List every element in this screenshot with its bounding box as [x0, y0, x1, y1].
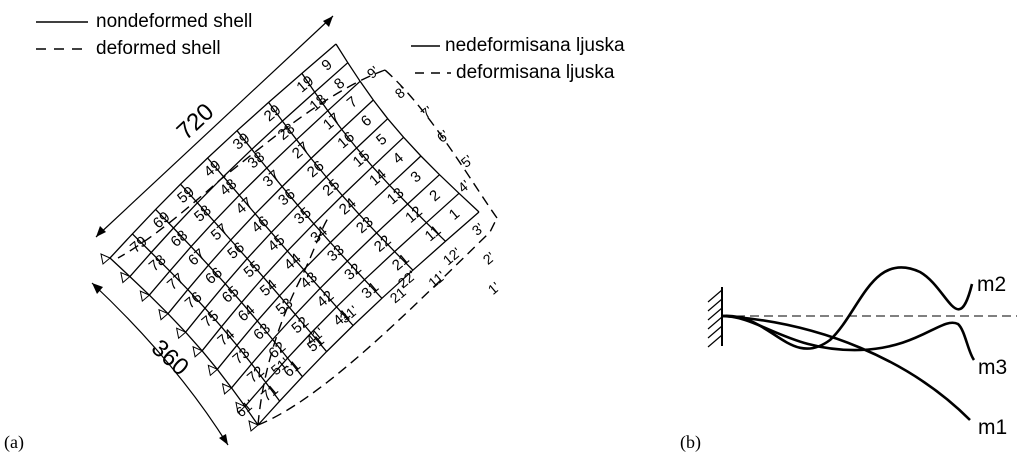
node-label-39: 39 — [230, 130, 254, 154]
mesh-line-row-2 — [268, 102, 414, 271]
mesh-line-col-6 — [167, 99, 374, 315]
support-triangle — [221, 383, 233, 395]
deformed-node-label: 7' — [418, 103, 436, 122]
node-label-16: 16 — [334, 128, 358, 152]
fixed-supports — [100, 253, 259, 432]
mesh-line-col-1 — [244, 192, 460, 407]
dimension-360-label: 360 — [146, 334, 194, 381]
deformed-node-label: 2' — [480, 249, 498, 268]
node-label-74: 74 — [214, 326, 238, 350]
mesh-line-col-7 — [148, 80, 361, 296]
mesh-line-row-1 — [301, 73, 446, 242]
node-label-4: 4 — [390, 149, 407, 167]
mode-m2-curve — [721, 266, 974, 350]
mesh-line-col-0 — [257, 211, 480, 426]
node-label-2: 2 — [426, 187, 443, 205]
deformed-bottom-edge — [257, 217, 498, 426]
panel-a-label: (a) — [4, 432, 24, 453]
deformed-node-label: 12' — [440, 244, 464, 268]
deformed-node-label: 61' — [233, 396, 257, 420]
node-label-64: 64 — [235, 301, 259, 325]
support-triangle — [248, 420, 259, 432]
legend-deformisana-label: deformisana ljuska — [456, 62, 615, 83]
deformed-left-line — [257, 214, 331, 426]
mesh-line-row-8 — [109, 257, 259, 426]
mode-m2-label: m2 — [977, 273, 1006, 296]
support-triangle — [192, 345, 203, 358]
mode-m1-curve — [721, 314, 971, 421]
node-label-72: 72 — [244, 363, 268, 387]
mesh-line-row-0 — [335, 43, 480, 213]
support-triangle — [235, 401, 246, 414]
node-label-28: 28 — [275, 120, 299, 144]
deformed-node-label: 5' — [458, 152, 476, 171]
mesh-line-col-3 — [216, 155, 422, 370]
node-label-71: 71 — [258, 381, 282, 405]
mode-m3-curve — [721, 314, 976, 361]
deformed-node-label: 8' — [392, 83, 410, 102]
panel-b-label: (b) — [680, 432, 701, 453]
node-label-8: 8 — [331, 75, 348, 93]
node-label-65: 65 — [219, 283, 243, 307]
node-label-6: 6 — [358, 112, 375, 130]
deformed-shell-lines — [117, 69, 498, 426]
node-label-26: 26 — [304, 157, 328, 181]
support-triangle — [158, 308, 169, 321]
mesh-line-col-4 — [201, 136, 405, 352]
mesh-line-col-9 — [109, 43, 337, 259]
panel-a-shell-mesh: nondeformed shell deformed shell nedefor… — [4, 11, 625, 453]
support-triangle — [139, 290, 151, 303]
deformed-right-edge — [384, 69, 498, 219]
mesh-line-col-5 — [185, 118, 389, 333]
legend-nondeformed-label: nondeformed shell — [96, 11, 252, 32]
mesh-line-row-6 — [155, 208, 303, 378]
support-triangle — [175, 327, 187, 340]
node-label-27: 27 — [289, 139, 313, 163]
deformed-mid-line — [117, 69, 386, 259]
mesh-line-col-2 — [231, 174, 440, 389]
node-label-54: 54 — [257, 276, 281, 300]
node-label-7: 7 — [344, 93, 361, 111]
mesh-line-row-4 — [207, 157, 354, 326]
support-triangle — [100, 253, 111, 265]
dimension-720-label: 720 — [172, 98, 220, 145]
node-label-55: 55 — [241, 258, 265, 282]
panel-b-mode-shapes: m2 m3 m1 (b) — [680, 266, 1017, 453]
support-triangle — [120, 271, 131, 284]
node-label-53: 53 — [273, 295, 297, 319]
node-label-1: 1 — [446, 205, 463, 223]
node-label-5: 5 — [373, 131, 390, 149]
legend-deformed-label: deformed shell — [96, 38, 221, 59]
mesh-line-row-7 — [131, 233, 281, 402]
mesh-grid-lines — [109, 43, 480, 426]
node-label-37: 37 — [260, 167, 284, 191]
support-triangle — [207, 364, 219, 377]
node-label-75: 75 — [199, 307, 223, 331]
deformed-node-label: 6' — [434, 127, 452, 146]
mode-m1-label: m1 — [978, 416, 1007, 439]
legend-nedeformisana-label: nedeformisana ljuska — [445, 35, 625, 56]
mode-m3-label: m3 — [978, 356, 1007, 379]
dimension-360: 360 — [91, 282, 229, 446]
node-label-38: 38 — [245, 148, 269, 172]
node-label-3: 3 — [407, 168, 424, 186]
node-label-11: 11 — [422, 222, 445, 245]
mesh-line-row-5 — [180, 183, 328, 353]
node-label-63: 63 — [250, 320, 274, 344]
node-label-36: 36 — [275, 186, 299, 210]
deformed-node-label: 9' — [364, 63, 382, 82]
node-label-17: 17 — [320, 110, 344, 134]
mesh-line-row-3 — [236, 130, 383, 299]
deformed-node-label: 4' — [455, 177, 473, 196]
deformed-node-label: 1' — [485, 279, 503, 298]
deformed-node-label: 11' — [425, 268, 448, 291]
node-label-73: 73 — [230, 344, 254, 368]
deformed-node-label: 3' — [469, 220, 487, 239]
node-label-9: 9 — [318, 56, 335, 74]
wall-hatching — [707, 289, 723, 348]
